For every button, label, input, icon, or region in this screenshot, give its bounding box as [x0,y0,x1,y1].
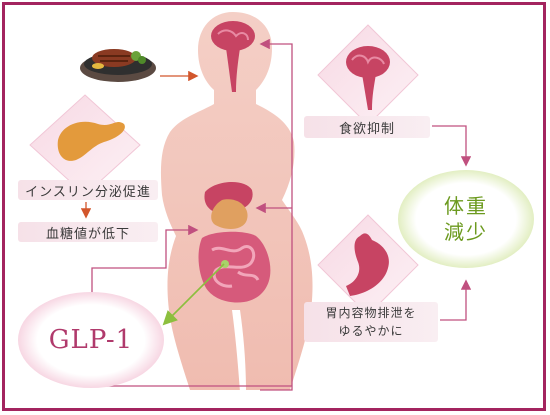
steak-icon [80,49,156,82]
blood-sugar-down-text: 血糖値が低下 [45,226,130,242]
label-gastric-emptying: 胃内容物排泄を ゆるやかに [304,302,438,342]
label-insulin-secretion: インスリン分泌促進 [18,180,158,200]
glp1-text: GLP-1 [48,325,134,355]
brain-icon [346,46,390,110]
line-appetite-to-weight [432,125,472,167]
stomach-shape [211,199,248,229]
pancreas-icon [57,121,125,161]
line-to-brain [259,38,293,391]
label-blood-sugar-down: 血糖値が低下 [18,222,158,242]
weight-loss-bubble: 体重 減少 [398,170,534,268]
label-appetite-suppression: 食欲抑制 [304,116,430,138]
line-gastric-to-weight [440,279,472,321]
glp1-bubble: GLP-1 [18,292,164,388]
head-brain-icon [211,21,255,92]
appetite-suppression-text: 食欲抑制 [338,121,395,137]
weight-loss-line2: 減少 [444,220,488,244]
organs [198,181,271,303]
insulin-secretion-text: インスリン分泌促進 [25,184,151,200]
connectors [80,38,472,391]
weight-loss-line1: 体重 [444,194,488,218]
stomach-icon [346,233,389,296]
gastric-emptying-line2: ゆるやかに [338,324,404,338]
line-glp-to-pancreas [91,224,199,300]
gastric-emptying-line1: 胃内容物排泄を [325,306,417,320]
arrow-intestine-to-glp1 [162,263,225,326]
